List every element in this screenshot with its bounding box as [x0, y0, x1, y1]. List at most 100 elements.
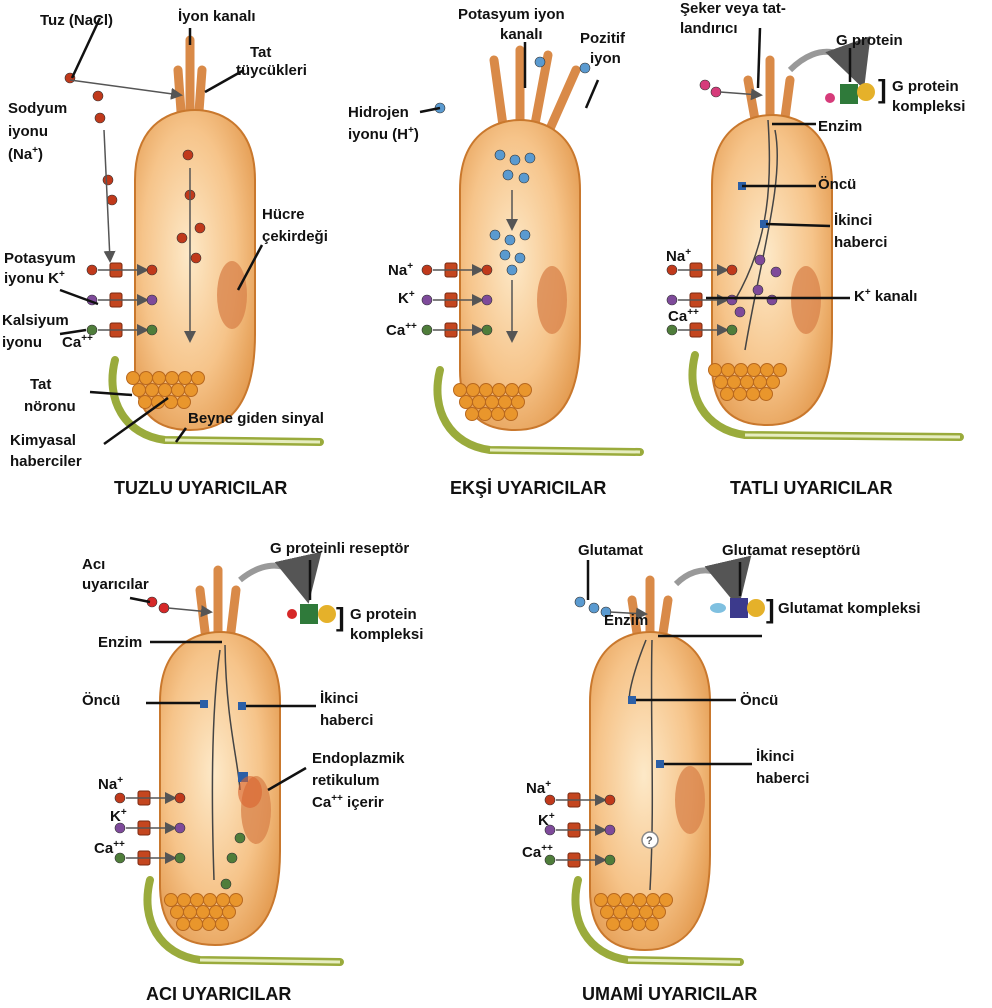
- salty-vesicle-11: [139, 396, 152, 409]
- sweet-ca-label: Ca++: [668, 308, 699, 326]
- bitter-ca-in-1: [227, 853, 237, 863]
- bitter-stimuli-label-2: uyarıcılar: [82, 576, 149, 594]
- salty-vesicle-1: [140, 372, 153, 385]
- salty-vesicle-10: [185, 384, 198, 397]
- sweet-bound-sugar: [825, 93, 835, 103]
- g-protein-complex-bracket: ]: [878, 76, 887, 102]
- bitter-second-messenger-label-1: İkinci: [320, 690, 358, 708]
- sweet-na-label: Na+: [666, 248, 691, 266]
- bitter-vesicle-10: [223, 906, 236, 919]
- sour-vesicle-14: [505, 408, 518, 421]
- bitter-transform-arrow: [240, 566, 306, 592]
- brain-signal-label: Beyne giden sinyal: [188, 410, 324, 428]
- glutamate-complex-bracket: ]: [766, 596, 775, 622]
- sour-vesicle-5: [519, 384, 532, 397]
- umami-precursor-mark: [628, 696, 636, 704]
- bitter-ion-in-0: [175, 793, 185, 803]
- umami-second-messenger-mark: [656, 760, 664, 768]
- bitter-g-protein: [318, 605, 336, 623]
- sour-vesicle-6: [460, 396, 473, 409]
- unknown-messenger-mark: ?: [646, 832, 653, 850]
- bitter-bound-stim: [287, 609, 297, 619]
- salty-vesicle-8: [159, 384, 172, 397]
- umami-second-messenger-label-1: İkinci: [756, 748, 794, 766]
- sweet-vesicle-11: [721, 388, 734, 401]
- calcium-ion-symbol: Ca++: [62, 334, 93, 352]
- ion-channel-label: İyon kanalı: [178, 8, 256, 26]
- sweet-nucleus: [791, 266, 821, 334]
- sweet-vesicle-9: [754, 376, 767, 389]
- umami-nucleus: [675, 766, 705, 834]
- sweet-sugar-leader: [758, 28, 760, 88]
- potassium-channel-label-2: kanalı: [500, 26, 543, 44]
- sour-h-in-8: [500, 250, 510, 260]
- bitter-ion-in-1: [175, 823, 185, 833]
- salty-na-in-4: [191, 253, 201, 263]
- sweet-vesicle-5: [774, 364, 787, 377]
- salty-na-1: [93, 91, 103, 101]
- sour-vesicle-9: [499, 396, 512, 409]
- umami-vesicle-8: [627, 906, 640, 919]
- positive-ion-label-1: Pozitif: [580, 30, 625, 48]
- salty-na-in-2: [195, 223, 205, 233]
- sweet-vesicle-2: [735, 364, 748, 377]
- umami-neuron-axon: [628, 960, 740, 962]
- hydrogen-ion-label-1: Hidrojen: [348, 104, 409, 122]
- sweet-precursor-label: Öncü: [818, 176, 856, 194]
- taste-hairs-label-1: Tat: [250, 44, 271, 62]
- umami-vesicle-12: [620, 918, 633, 931]
- sweet-vesicle-0: [709, 364, 722, 377]
- bitter-precursor-label: Öncü: [82, 692, 120, 710]
- g-protein-complex-label-2: kompleksi: [892, 98, 965, 116]
- bitter-vesicle-2: [191, 894, 204, 907]
- sour-vesicle-4: [506, 384, 519, 397]
- sour-title: EKŞİ UYARICILAR: [450, 478, 606, 499]
- sour-vesicle-7: [473, 396, 486, 409]
- salty-vesicle-9: [172, 384, 185, 397]
- calcium-ion-label-2: iyonu: [2, 334, 42, 352]
- sweetener-label-1: Şeker veya tat-: [680, 0, 786, 18]
- sour-h-out-1: [535, 57, 545, 67]
- sweet-vesicle-3: [748, 364, 761, 377]
- sweet-ion-in-2: [727, 325, 737, 335]
- bitter-vesicle-13: [203, 918, 216, 931]
- sour-na-label: Na+: [388, 262, 413, 280]
- sweet-ion-in-0: [727, 265, 737, 275]
- sour-h-in-5: [490, 230, 500, 240]
- umami-vesicle-3: [634, 894, 647, 907]
- umami-vesicle-7: [614, 906, 627, 919]
- bitter-vesicle-12: [190, 918, 203, 931]
- sodium-ion-label-1: Sodyum: [8, 100, 67, 118]
- glutamate-label: Glutamat: [578, 542, 643, 560]
- salty-vesicle-0: [127, 372, 140, 385]
- sour-ion-in-1: [482, 295, 492, 305]
- umami-vesicle-6: [601, 906, 614, 919]
- g-protein-label: G protein: [836, 32, 903, 50]
- bitter-ca-in-0: [235, 833, 245, 843]
- bitter-complex-bracket: ]: [336, 604, 345, 630]
- sour-h-out-2: [580, 63, 590, 73]
- bitter-ca-label: Ca++: [94, 840, 125, 858]
- bitter-taste-hair-1: [200, 590, 206, 640]
- g-protein-receptor-label: G proteinli reseptör: [270, 540, 409, 558]
- sweet-receptor: [840, 84, 858, 104]
- umami-enzyme-label: Enzim: [604, 612, 648, 630]
- sour-vesicle-3: [493, 384, 506, 397]
- sodium-ion-label-3: (Na+): [8, 146, 43, 164]
- umami-vesicle-5: [660, 894, 673, 907]
- bitter-enzyme-label: Enzim: [98, 634, 142, 652]
- positive-ion-label-2: iyon: [590, 50, 621, 68]
- salty-neuron-leader: [90, 392, 132, 395]
- taste-hairs-label-2: tüycükleri: [236, 62, 307, 80]
- sweet-second-messenger-label-2: haberci: [834, 234, 887, 252]
- salty-na-2: [95, 113, 105, 123]
- er-label-2: retikulum: [312, 772, 380, 790]
- salty-ion-out-0: [87, 265, 97, 275]
- sweet-neuron-axon: [745, 435, 960, 437]
- umami-vesicle-11: [607, 918, 620, 931]
- sour-positive-leader: [586, 80, 598, 108]
- sweet-k-in-4: [735, 307, 745, 317]
- salty-nucleus: [217, 261, 247, 329]
- salty-vesicle-3: [166, 372, 179, 385]
